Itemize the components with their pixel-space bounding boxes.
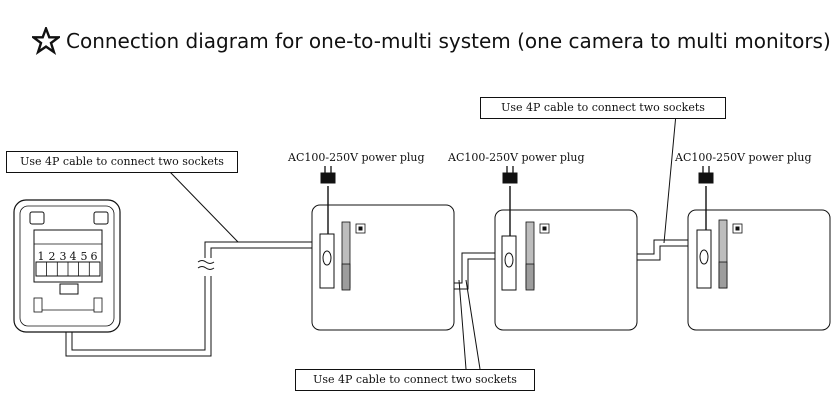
star-outline-icon (32, 27, 60, 55)
monitor-1 (311, 186, 455, 331)
camera-terminal-labels: 1 2 3 4 5 6 (38, 250, 98, 263)
caption-top-right: Use 4P cable to connect two sockets (480, 97, 726, 119)
monitor-2 (494, 186, 638, 331)
leader-left (169, 171, 239, 243)
terminal-4: 4 (70, 250, 77, 263)
plug-label-3: AC100-250V power plug (675, 151, 812, 164)
plug-3-icon (698, 166, 714, 184)
diagram-title: Connection diagram for one-to-multi syst… (32, 26, 831, 56)
monitor-3 (687, 186, 831, 331)
diagram-title-text: Connection diagram for one-to-multi syst… (66, 29, 831, 53)
plug-label-2: AC100-250V power plug (448, 151, 585, 164)
terminal-2: 2 (49, 250, 56, 263)
caption-left: Use 4P cable to connect two sockets (6, 151, 238, 173)
plug-label-1: AC100-250V power plug (288, 151, 425, 164)
leader-bottom (465, 279, 481, 370)
plug-1-icon (320, 166, 336, 184)
leader-bottom-2 (458, 279, 467, 370)
door-camera-unit (13, 199, 121, 333)
terminal-3: 3 (60, 250, 67, 263)
leader-top-right (663, 113, 677, 244)
plug-2-icon (502, 166, 518, 184)
terminal-5: 5 (81, 250, 88, 263)
terminal-1: 1 (38, 250, 45, 263)
caption-bottom: Use 4P cable to connect two sockets (295, 369, 535, 391)
terminal-6: 6 (91, 250, 98, 263)
